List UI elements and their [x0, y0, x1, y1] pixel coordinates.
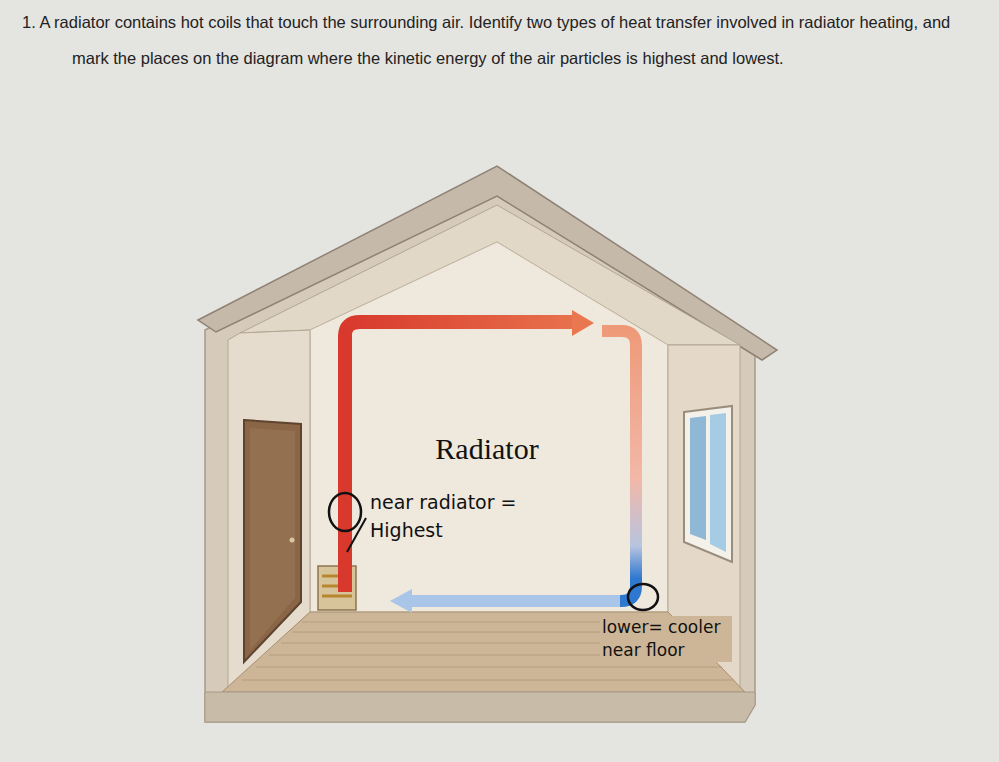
question-text: 1. A radiator contains hot coils that to… [18, 4, 978, 76]
part-label: Radiator [400, 432, 574, 466]
handwritten-note: lower= cooler near floor [600, 616, 732, 662]
handwritten-note: near radiator = Highest [368, 488, 527, 544]
